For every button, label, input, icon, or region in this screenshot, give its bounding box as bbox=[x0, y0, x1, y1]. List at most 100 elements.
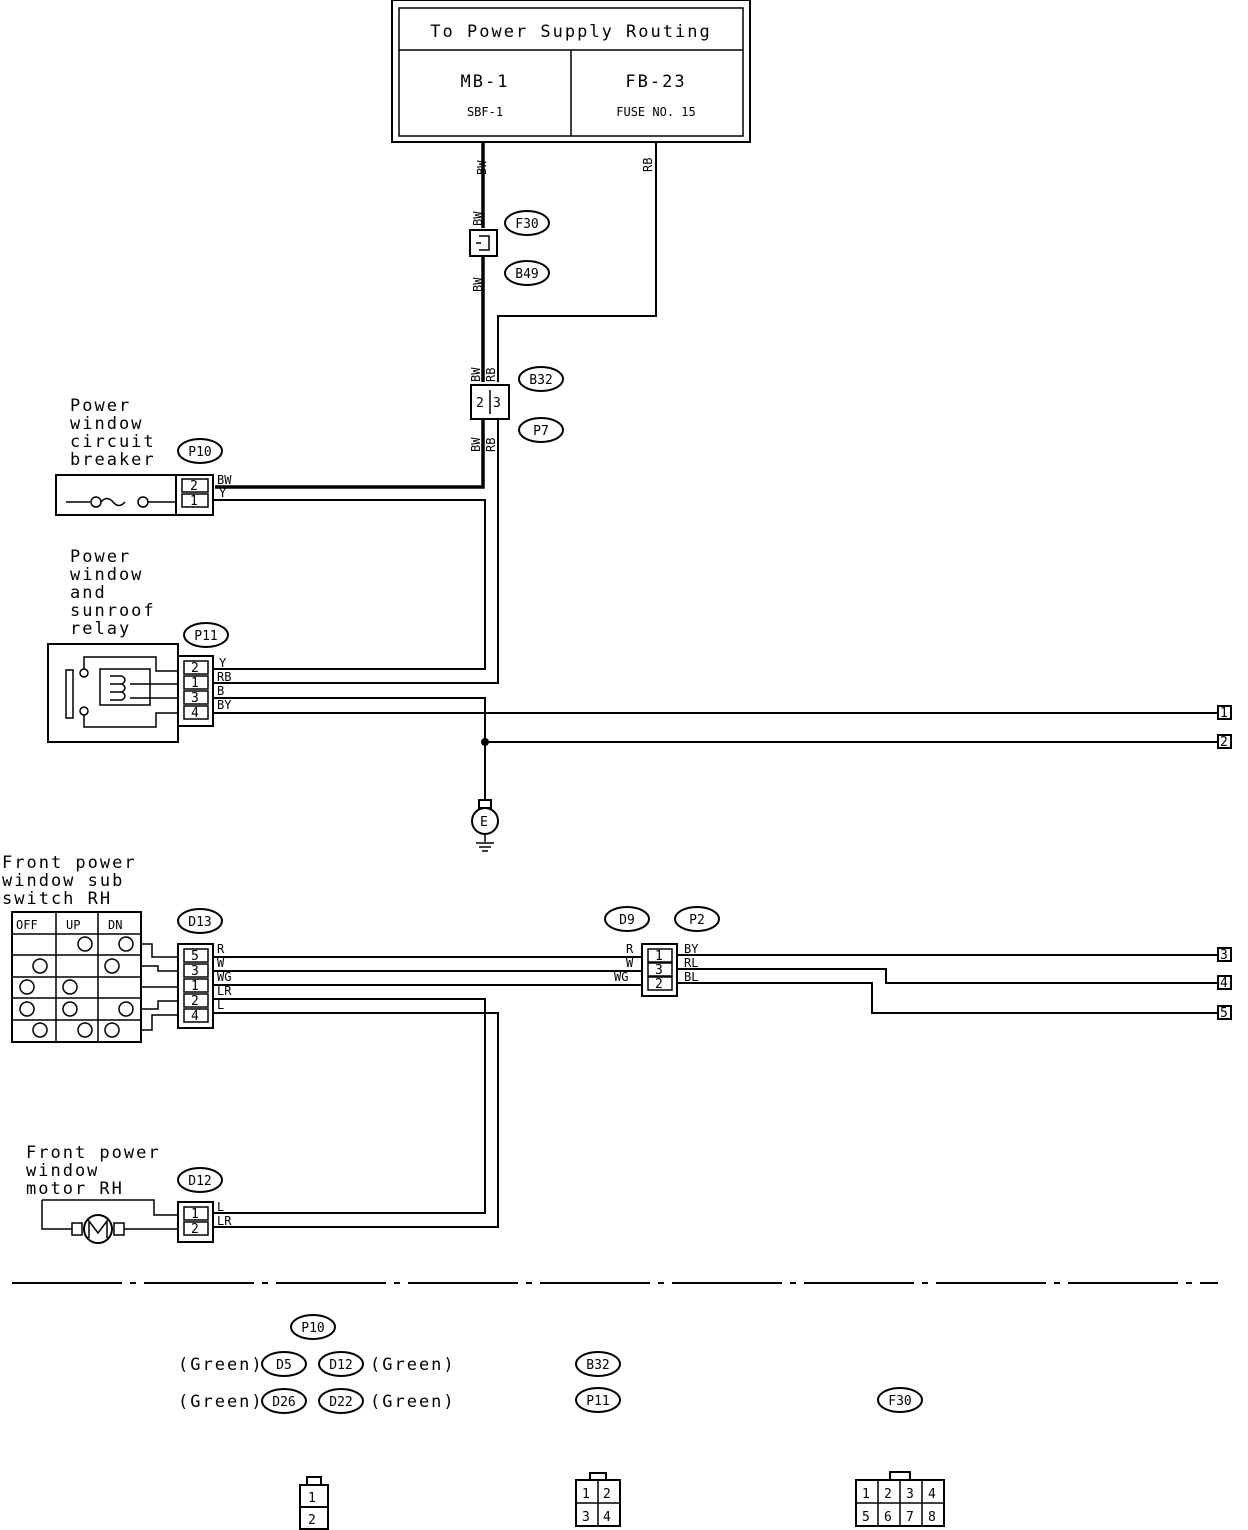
svg-text:D12: D12 bbox=[188, 1174, 211, 1189]
wire-wg-d9: WG bbox=[614, 970, 628, 984]
svg-text:B49: B49 bbox=[515, 267, 538, 282]
connector-d12: 1 2 bbox=[177, 1201, 214, 1243]
front-power-window-motor bbox=[41, 1199, 178, 1244]
svg-text:2: 2 bbox=[884, 1487, 892, 1502]
connector-face-2pin: 1 2 bbox=[299, 1476, 329, 1530]
power-box-title: To Power Supply Routing bbox=[430, 22, 711, 42]
svg-text:F30: F30 bbox=[515, 217, 538, 232]
wire-by-p11: BY bbox=[217, 698, 232, 712]
svg-text:4: 4 bbox=[928, 1487, 936, 1502]
power-box-sbf: SBF-1 bbox=[467, 105, 503, 119]
switch-header-up: UP bbox=[66, 918, 80, 932]
svg-text:5: 5 bbox=[191, 949, 199, 964]
svg-text:1: 1 bbox=[191, 676, 199, 691]
svg-text:1: 1 bbox=[191, 1207, 199, 1222]
connector-d13: 5 3 1 2 4 bbox=[177, 943, 214, 1029]
svg-text:Front power: Front power bbox=[26, 1143, 161, 1163]
svg-text:D13: D13 bbox=[188, 915, 211, 930]
motor-label: Front power window motor RH bbox=[26, 1143, 161, 1199]
svg-text:B32: B32 bbox=[586, 1358, 609, 1373]
connector-face-8pin: 1 2 3 4 5 6 7 8 bbox=[855, 1471, 945, 1527]
switch-leads bbox=[141, 943, 178, 1031]
connector-face-4pin: 1 2 3 4 bbox=[575, 1472, 621, 1527]
circuit-breaker: 2 1 bbox=[55, 474, 214, 516]
svg-text:P10: P10 bbox=[188, 445, 211, 460]
switch-table: OFF UP DN bbox=[11, 911, 142, 1043]
svg-text:2: 2 bbox=[603, 1487, 611, 1502]
legend-connector-tag-b32: B32 bbox=[575, 1351, 621, 1377]
svg-text:1: 1 bbox=[308, 1491, 316, 1506]
legend-connector-tag-d12: D12 bbox=[318, 1351, 364, 1377]
svg-text:1: 1 bbox=[862, 1487, 870, 1502]
wire-rb-b32: RB bbox=[484, 368, 498, 382]
svg-text:P11: P11 bbox=[586, 1394, 609, 1409]
svg-text:3: 3 bbox=[191, 691, 199, 706]
svg-text:2: 2 bbox=[191, 1222, 199, 1237]
ground-symbol: E bbox=[471, 799, 499, 852]
wire-w-d13: W bbox=[217, 956, 225, 970]
wire-rb-p11: RB bbox=[217, 670, 231, 684]
relay-label: Power window and sunroof relay bbox=[70, 547, 156, 639]
power-box-fb23: FB-23 bbox=[625, 72, 686, 92]
wire-y-loop bbox=[213, 499, 486, 670]
wire-bl-p2: BL bbox=[684, 970, 698, 984]
legend-connector-tag-d26: D26 bbox=[261, 1388, 307, 1414]
wire-rb-p7: RB bbox=[484, 438, 498, 452]
wire-l-d12: L bbox=[217, 1200, 224, 1214]
svg-text:and: and bbox=[70, 583, 107, 603]
svg-text:P2: P2 bbox=[689, 913, 705, 928]
svg-text:1: 1 bbox=[190, 494, 198, 509]
svg-text:B32: B32 bbox=[529, 373, 552, 388]
svg-text:4: 4 bbox=[191, 1009, 199, 1024]
svg-text:D12: D12 bbox=[329, 1358, 352, 1373]
power-box-fuse: FUSE NO. 15 bbox=[616, 105, 695, 119]
wire-r-d9: R bbox=[626, 942, 634, 956]
wire-bw-b32: BW bbox=[469, 367, 483, 382]
svg-text:window: window bbox=[70, 414, 143, 434]
wire-rl-p2: RL bbox=[684, 956, 698, 970]
legend-green-d5: (Green) bbox=[178, 1355, 264, 1375]
legend-connector-tag-f30: F30 bbox=[877, 1387, 923, 1413]
output-tag-5: 5 bbox=[1217, 1005, 1232, 1021]
power-box-mb1: MB-1 bbox=[461, 72, 510, 92]
svg-text:D5: D5 bbox=[276, 1358, 292, 1373]
p2-output-wires bbox=[677, 954, 1218, 1014]
svg-text:window sub: window sub bbox=[2, 871, 124, 891]
svg-text:P10: P10 bbox=[301, 1321, 324, 1336]
connector-tag-d9: D9 bbox=[604, 906, 650, 932]
svg-text:window: window bbox=[70, 565, 143, 585]
svg-text:sunroof: sunroof bbox=[70, 601, 156, 621]
switch-header-dn: DN bbox=[108, 918, 122, 932]
svg-text:D22: D22 bbox=[329, 1395, 352, 1410]
svg-text:3: 3 bbox=[1220, 948, 1228, 963]
connector-b32-p7: 2 3 bbox=[470, 384, 510, 420]
svg-text:7: 7 bbox=[906, 1510, 914, 1525]
wire-w-d9: W bbox=[626, 956, 634, 970]
wire-bw-top: BW bbox=[475, 160, 489, 175]
feed-wires bbox=[213, 142, 657, 684]
wire-r-d13: R bbox=[217, 942, 225, 956]
legend-green-d26: (Green) bbox=[178, 1392, 264, 1412]
connector-d9-p2: 1 3 2 bbox=[641, 943, 678, 997]
wire-l-d13: L bbox=[217, 998, 224, 1012]
svg-text:4: 4 bbox=[1220, 976, 1228, 991]
output-tag-3: 3 bbox=[1217, 947, 1232, 963]
legend-connector-tag-p11: P11 bbox=[575, 1387, 621, 1413]
svg-text:breaker: breaker bbox=[70, 450, 156, 470]
connector-tag-f30: F30 bbox=[504, 210, 550, 236]
legend-connector-tag-p10: P10 bbox=[290, 1314, 336, 1340]
connector-tag-b32: B32 bbox=[518, 366, 564, 392]
svg-text:1: 1 bbox=[582, 1487, 590, 1502]
svg-text:1: 1 bbox=[655, 949, 663, 964]
circuit-breaker-label: Power window circuit breaker bbox=[70, 396, 156, 470]
svg-text:relay: relay bbox=[70, 619, 131, 639]
connector-tag-p7: P7 bbox=[518, 417, 564, 443]
output-tag-1: 1 bbox=[1217, 705, 1232, 721]
wire-bw-p10: BW bbox=[217, 473, 232, 487]
wire-y-p11: Y bbox=[219, 656, 227, 670]
legend-green-d12: (Green) bbox=[370, 1355, 456, 1375]
wire-bw-f30: BW bbox=[471, 211, 485, 226]
legend-connector-tag-d5: D5 bbox=[261, 1351, 307, 1377]
wire-bw-p7: BW bbox=[469, 437, 483, 452]
